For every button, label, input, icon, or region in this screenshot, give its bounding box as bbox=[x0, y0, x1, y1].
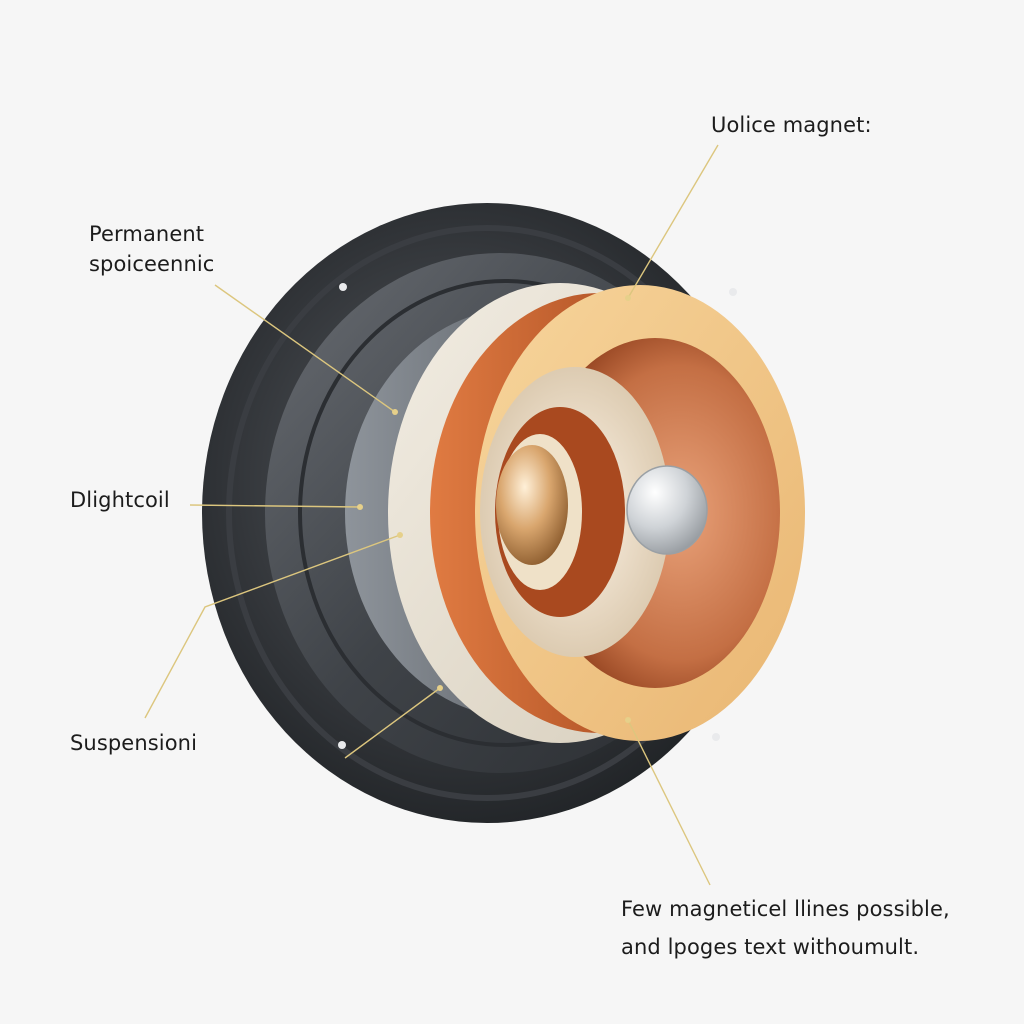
label-permanent: Permanent spoiceennic bbox=[89, 219, 214, 279]
dust-cap bbox=[626, 465, 708, 555]
label-dlightcoil: Dlightcoil bbox=[70, 488, 170, 512]
label-suspension: Suspensioni bbox=[70, 731, 198, 755]
leader-dot bbox=[392, 409, 398, 415]
screw-bottom-left bbox=[338, 741, 346, 749]
leader-dot bbox=[625, 295, 631, 301]
label-footnote-line2: and lpoges text withoumult. bbox=[621, 935, 920, 959]
leader-voice-magnet bbox=[627, 144, 719, 299]
screw-top-left bbox=[339, 283, 347, 291]
screw-bottom-right bbox=[712, 733, 720, 741]
leader-permanent bbox=[214, 284, 396, 413]
leader-dot bbox=[437, 685, 443, 691]
leader-dot bbox=[625, 717, 631, 723]
leader-dot bbox=[397, 532, 403, 538]
leader-dot bbox=[357, 504, 363, 510]
leader-footnote bbox=[627, 719, 711, 886]
label-footnote-line1: Few magneticel llines possible, bbox=[621, 897, 950, 921]
label-voice-magnet: Uolice magnet: bbox=[711, 113, 872, 137]
label-permanent-line2: spoiceennic bbox=[89, 252, 215, 276]
leader-dlightcoil bbox=[189, 504, 361, 508]
screw-top-right bbox=[729, 288, 737, 296]
label-permanent-line1: Permanent bbox=[89, 222, 205, 246]
leader-spider bbox=[144, 534, 401, 719]
label-footnote: Few magneticel llines possible, and lpog… bbox=[621, 890, 950, 966]
leader-suspension bbox=[344, 687, 441, 759]
pole-piece bbox=[496, 445, 568, 565]
